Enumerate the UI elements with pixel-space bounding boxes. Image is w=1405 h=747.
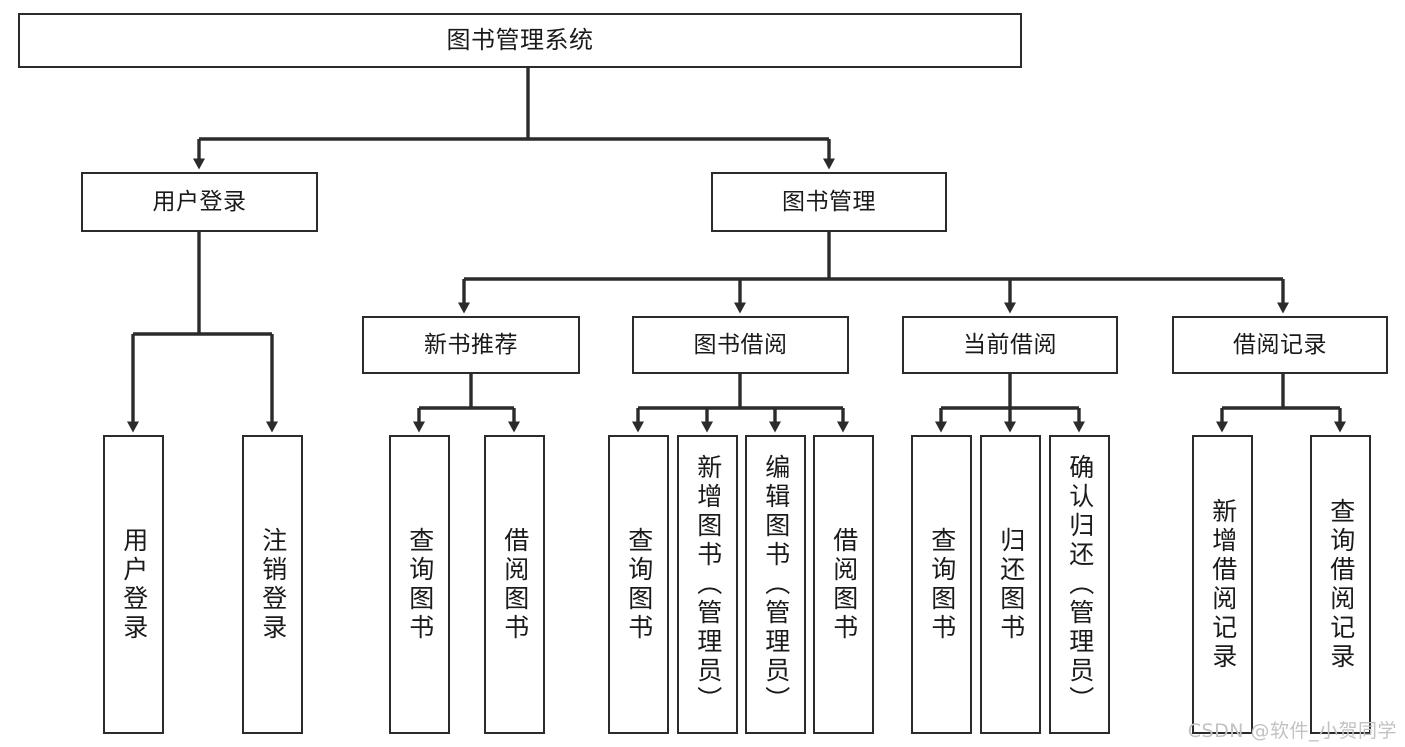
node-label: 借阅记录 xyxy=(1233,331,1327,358)
leaf-return-book[interactable]: 归还图书 xyxy=(980,435,1041,734)
node-book-manage[interactable]: 图书管理 xyxy=(711,172,947,232)
node-borrow-record[interactable]: 借阅记录 xyxy=(1172,316,1388,374)
leaf-user-logout[interactable]: 注销登录 xyxy=(242,435,303,734)
node-label: 图书管理 xyxy=(782,188,876,215)
node-label: 归还图书 xyxy=(996,526,1026,643)
leaf-add-record[interactable]: 新增借阅记录 xyxy=(1192,435,1253,734)
leaf-query-record[interactable]: 查询借阅记录 xyxy=(1310,435,1371,734)
node-label: 用户登录 xyxy=(152,188,247,215)
csdn-watermark: CSDN @软件_小贺同学 xyxy=(1187,720,1397,742)
node-label: 查询图书 xyxy=(927,526,957,643)
leaf-user-login[interactable]: 用户登录 xyxy=(103,435,164,734)
node-user-login[interactable]: 用户登录 xyxy=(81,172,318,232)
node-new-book-rec[interactable]: 新书推荐 xyxy=(362,316,580,374)
node-label: 图书管理系统 xyxy=(446,25,594,54)
leaf-query-book-2[interactable]: 查询图书 xyxy=(608,435,669,734)
node-label: 查询图书 xyxy=(624,526,654,643)
leaf-query-book-1[interactable]: 查询图书 xyxy=(389,435,450,734)
node-label: 新书推荐 xyxy=(424,331,518,358)
node-label: 新增借阅记录 xyxy=(1208,497,1238,672)
node-current-borrow[interactable]: 当前借阅 xyxy=(902,316,1118,374)
node-label: 借阅图书 xyxy=(500,526,530,643)
node-label: 确认归还（管理员） xyxy=(1065,454,1095,715)
node-book-borrow[interactable]: 图书借阅 xyxy=(632,316,849,374)
node-label: 新增图书（管理员） xyxy=(693,454,723,715)
leaf-borrow-book-1[interactable]: 借阅图书 xyxy=(484,435,545,734)
leaf-add-book[interactable]: 新增图书（管理员） xyxy=(677,435,738,734)
node-label: 当前借阅 xyxy=(963,331,1057,358)
node-label: 注销登录 xyxy=(258,526,288,643)
leaf-edit-book[interactable]: 编辑图书（管理员） xyxy=(745,435,806,734)
node-label: 编辑图书（管理员） xyxy=(761,454,791,715)
node-label: 用户登录 xyxy=(119,526,149,643)
leaf-confirm-return[interactable]: 确认归还（管理员） xyxy=(1049,435,1110,734)
node-root-system[interactable]: 图书管理系统 xyxy=(18,13,1022,68)
node-label: 图书借阅 xyxy=(693,331,788,358)
leaf-borrow-book-2[interactable]: 借阅图书 xyxy=(813,435,874,734)
node-label: 查询图书 xyxy=(405,526,435,643)
leaf-query-book-3[interactable]: 查询图书 xyxy=(911,435,972,734)
node-label: 查询借阅记录 xyxy=(1326,497,1356,672)
node-label: 借阅图书 xyxy=(829,526,859,643)
